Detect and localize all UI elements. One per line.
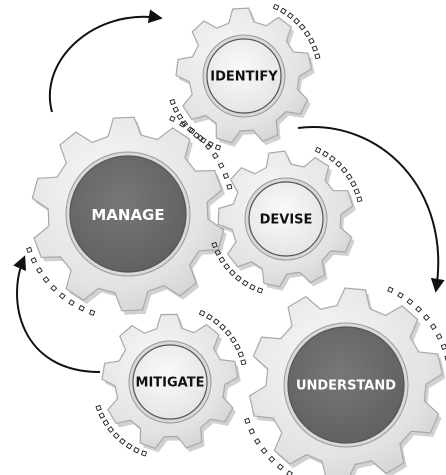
gear-label-devise: DEVISE	[260, 213, 313, 228]
gear-devise: DEVISE	[211, 146, 363, 294]
gear-label-manage: MANAGE	[91, 206, 164, 224]
gear-identify: IDENTIFY	[169, 3, 321, 151]
gear-mitigate: MITIGATE	[95, 309, 247, 457]
gear-label-understand: UNDERSTAND	[296, 379, 396, 394]
gear-identify-dots-top	[272, 3, 321, 60]
gear-manage-dots-top	[169, 115, 233, 190]
gear-manage-hub	[69, 155, 187, 273]
gear-devise-hub	[248, 181, 324, 257]
arrows-layer	[13, 9, 445, 373]
gears-layer: IDENTIFY MANAGE DEVISE MITIGATE UNDERSTAND	[26, 3, 446, 475]
arrow-manage-to-identify	[49, 9, 163, 113]
gear-label-identify: IDENTIFY	[210, 70, 278, 85]
gear-understand-dots-bottom	[244, 417, 293, 475]
gear-devise-dots-top	[314, 146, 363, 203]
arrow-identify-to-devise	[297, 126, 445, 293]
gear-mitigate-hub	[132, 344, 208, 420]
gear-mitigate-dots-bottom	[95, 404, 148, 457]
gear-devise-dots-bottom	[211, 241, 264, 294]
gear-identify-hub	[206, 38, 282, 114]
arrow-mitigate-to-manage	[13, 255, 101, 373]
gear-understand: UNDERSTAND	[244, 286, 446, 475]
gear-manage-dots-bottom	[26, 246, 96, 316]
gear-manage: MANAGE	[26, 115, 233, 316]
gear-understand-dots-top	[387, 286, 446, 361]
gear-understand-hub	[287, 326, 405, 444]
gear-label-mitigate: MITIGATE	[136, 376, 205, 391]
gear-mitigate-dots-top	[198, 309, 247, 366]
